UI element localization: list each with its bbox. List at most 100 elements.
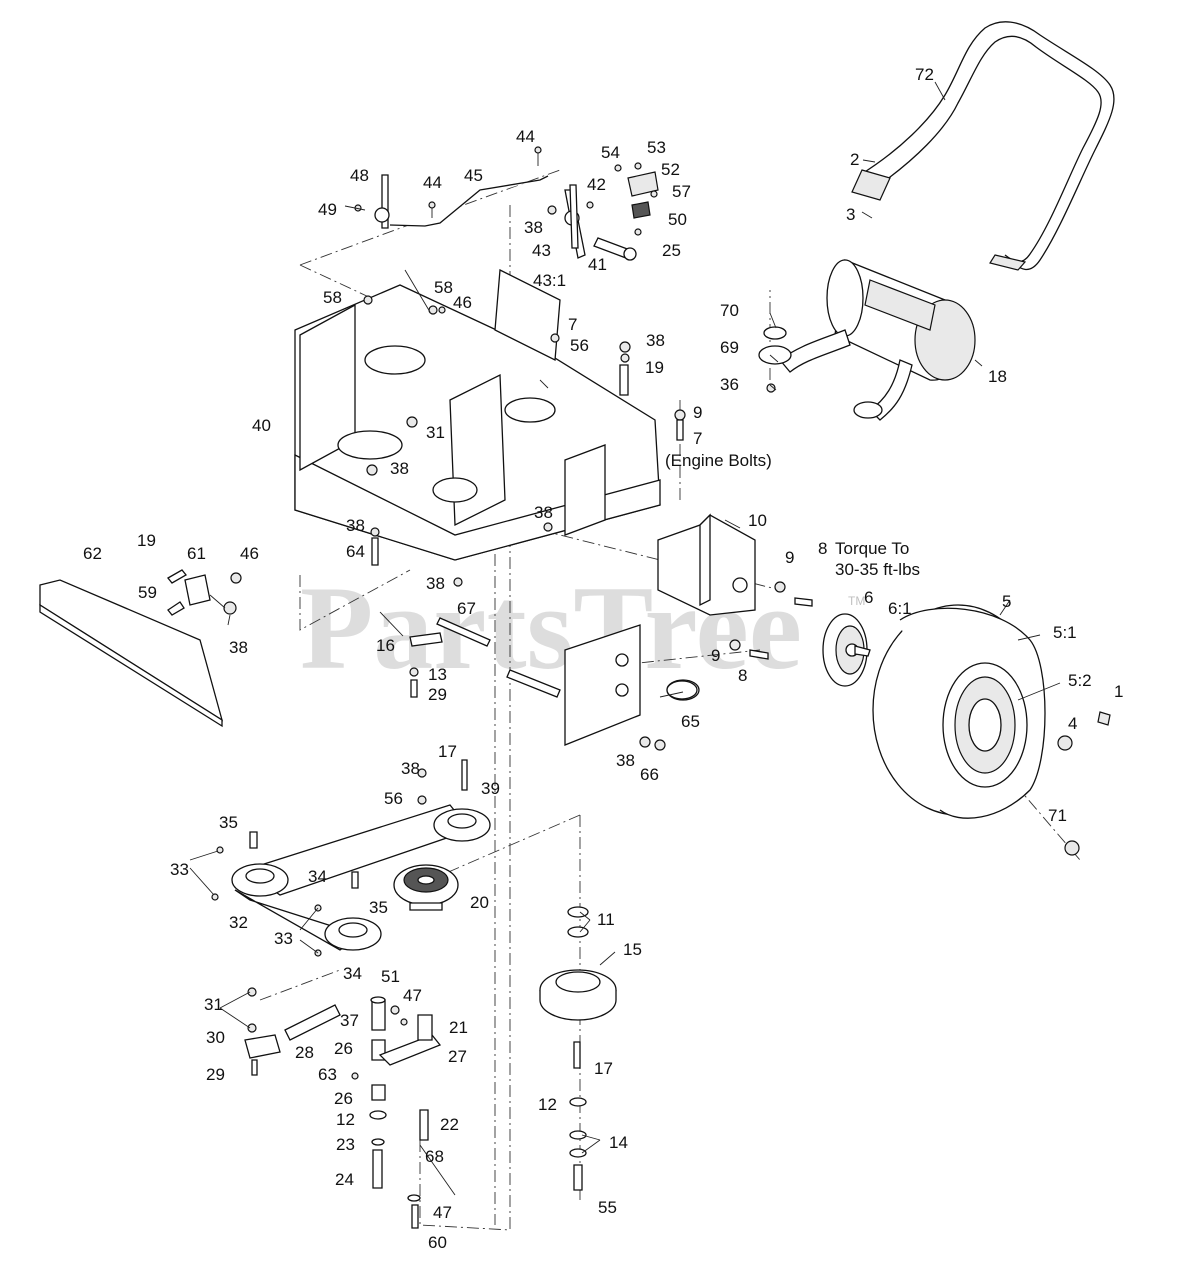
callout-39: 39 [481, 779, 500, 798]
callout-26-bottom: 26 [334, 1089, 353, 1108]
callout-4: 4 [1068, 714, 1077, 733]
callout-9-bracket: 9 [785, 548, 794, 567]
watermark-trademark: TM [848, 594, 865, 608]
callout-1: 1 [1114, 682, 1123, 701]
torque-note-line1: Torque To [835, 539, 909, 558]
callout-22: 22 [440, 1115, 459, 1134]
callout-17-top: 17 [438, 742, 457, 761]
callout-27: 27 [448, 1047, 467, 1066]
o-ring [666, 680, 698, 700]
callout-38-bumper: 38 [229, 638, 248, 657]
callout-38-pulley: 38 [401, 759, 420, 778]
callout-56-pulley: 56 [384, 789, 403, 808]
callout-51: 51 [381, 967, 400, 986]
callout-59: 59 [138, 583, 157, 602]
callout-8-torque: 8 [818, 539, 827, 558]
callout-38-mount: 38 [426, 574, 445, 593]
callout-12-idler: 12 [336, 1110, 355, 1129]
callout-28: 28 [295, 1043, 314, 1062]
callout-25: 25 [662, 241, 681, 260]
wheel-assembly [872, 604, 1111, 856]
callout-46-frame: 46 [453, 293, 472, 312]
callout-47-idler: 47 [403, 986, 422, 1005]
callout-7-top: 7 [568, 315, 577, 334]
callout-16: 16 [376, 636, 395, 655]
callout-56-frame: 56 [570, 336, 589, 355]
callout-37: 37 [340, 1011, 359, 1030]
callout-17-bottom: 17 [594, 1059, 613, 1078]
belt-drive [211, 759, 491, 957]
callout-3: 3 [846, 205, 855, 224]
callout-70: 70 [720, 301, 739, 320]
callout-35-top: 35 [219, 813, 238, 832]
callout-9-frame: 9 [693, 403, 702, 422]
callout-45: 45 [464, 166, 483, 185]
leader-lines [189, 81, 1061, 1154]
callout-9-hub: 9 [711, 646, 720, 665]
callout-33-bottom: 33 [274, 929, 293, 948]
callout-40: 40 [252, 416, 271, 435]
callout-65: 65 [681, 712, 700, 731]
callout-55: 55 [598, 1198, 617, 1217]
callout-19-bumper: 19 [137, 531, 156, 550]
callout-10: 10 [748, 511, 767, 530]
callout-47-bottom: 47 [433, 1203, 452, 1222]
torque-note-line2: 30-35 ft-lbs [835, 560, 920, 579]
callout-14: 14 [609, 1133, 628, 1152]
callout-66: 66 [640, 765, 659, 784]
engine-bolts-note: (Engine Bolts) [665, 451, 772, 470]
callout-52: 52 [661, 160, 680, 179]
callout-23: 23 [336, 1135, 355, 1154]
handle-bar [851, 21, 1115, 271]
callout-38-frame-top: 38 [646, 331, 665, 350]
frame [294, 268, 686, 587]
callout-46-bumper: 46 [240, 544, 259, 563]
muffler [758, 259, 976, 421]
control-linkage [344, 146, 659, 261]
callout-54: 54 [601, 143, 620, 162]
idler-assembly [244, 987, 456, 1229]
callout-61: 61 [187, 544, 206, 563]
callout-13: 13 [428, 665, 447, 684]
motor-bracket [657, 513, 813, 660]
callout-42: 42 [587, 175, 606, 194]
callout-43-1: 43:1 [533, 271, 566, 290]
callout-57: 57 [672, 182, 691, 201]
lower-pulley [539, 906, 617, 1191]
callout-34-bottom: 34 [343, 964, 362, 983]
callout-38-frame-mid: 38 [390, 459, 409, 478]
callout-63: 63 [318, 1065, 337, 1084]
callout-53: 53 [647, 138, 666, 157]
callout-24: 24 [335, 1170, 354, 1189]
callout-36: 36 [720, 375, 739, 394]
callout-58-left: 58 [323, 288, 342, 307]
callout-21: 21 [449, 1018, 468, 1037]
callout-72: 72 [915, 65, 934, 84]
callout-5-1: 5:1 [1053, 623, 1077, 642]
callout-49: 49 [318, 200, 337, 219]
callout-64: 64 [346, 542, 365, 561]
callout-62: 62 [83, 544, 102, 563]
callout-38-frame-bottom: 38 [346, 516, 365, 535]
callout-19-frame: 19 [645, 358, 664, 377]
callout-44-left: 44 [423, 173, 442, 192]
callout-67: 67 [457, 599, 476, 618]
callout-18: 18 [988, 367, 1007, 386]
callout-30: 30 [206, 1028, 225, 1047]
callout-38-plate: 38 [616, 751, 635, 770]
callout-2: 2 [850, 150, 859, 169]
callout-50: 50 [668, 210, 687, 229]
callout-35-mid: 35 [369, 898, 388, 917]
callout-48: 48 [350, 166, 369, 185]
callout-38-frame-side: 38 [534, 503, 553, 522]
callout-31-frame: 31 [426, 423, 445, 442]
callout-29-idler: 29 [206, 1065, 225, 1084]
callout-7-engine: 7 [693, 429, 702, 448]
callout-12-pulley: 12 [538, 1095, 557, 1114]
callout-26-top: 26 [334, 1039, 353, 1058]
callout-60: 60 [428, 1233, 447, 1252]
callout-33-top: 33 [170, 860, 189, 879]
callout-38-linkage: 38 [524, 218, 543, 237]
callout-29-mount: 29 [428, 685, 447, 704]
callout-5: 5 [1002, 592, 1011, 611]
